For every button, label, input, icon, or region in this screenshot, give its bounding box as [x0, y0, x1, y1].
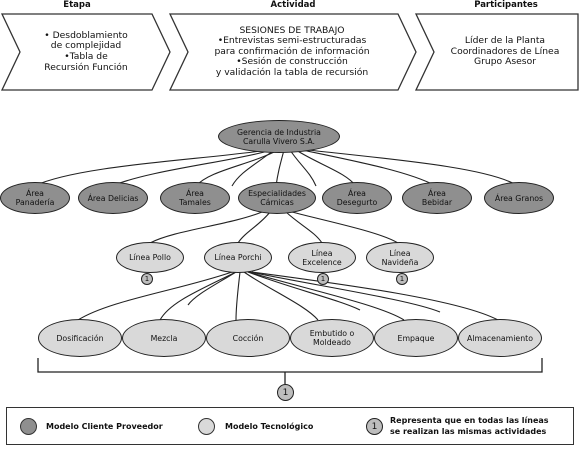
bracket-marker: 1 [277, 384, 294, 401]
root-area-links [33, 149, 519, 187]
etapa-chevron [0, 13, 171, 91]
linea-line: Excelence [302, 257, 342, 267]
participantes-line: Grupo Asesor [473, 56, 536, 68]
linea-line: Línea Pollo [129, 253, 171, 262]
area-tamales-node: Área Tamales [160, 182, 230, 214]
actividad-line: •Sesión de construcción [236, 56, 348, 68]
legend-cliente-proveedor: Modelo Cliente Proveedor [46, 422, 163, 431]
actividad-dosificacion-node: Dosificación [38, 319, 122, 357]
area-bebidar-node: Área Bebidar [402, 182, 472, 214]
area-line: Área [428, 189, 446, 198]
actividad-node-line: Mezcla [150, 333, 178, 343]
linea-porchi-node: Línea Porchi [204, 242, 272, 273]
root-node: Gerencia de Industria Carulla Vivero S.A… [218, 120, 340, 153]
actividad-chevron [168, 13, 417, 91]
legend-nota-1: Representa que en todas las líneas [390, 416, 549, 425]
area-panaderia-node: Área Panadería [0, 182, 70, 214]
header-etapa: Etapa [63, 0, 91, 10]
activities-bracket [37, 358, 543, 384]
root-line: Gerencia de Industria [237, 127, 321, 137]
actividad-node-line: Cocción [232, 333, 264, 343]
area-line: Desegurto [336, 198, 378, 207]
actividad-line: •Entrevistas semi-estructuradas [217, 35, 367, 47]
actividad-node-line: Empaque [397, 333, 435, 343]
especialidades-linea-links [149, 211, 399, 244]
actividad-node-line: Almacenamiento [466, 333, 533, 343]
area-line: Panadería [15, 198, 55, 207]
participantes-line: Coordinadores de Línea [450, 45, 560, 57]
linea-line: Navideña [381, 257, 419, 267]
area-delicias-node: Área Delicias [78, 182, 148, 214]
porchi-actividad-links [77, 271, 499, 321]
legend-light-dot [198, 418, 215, 435]
linea-excelence-node: Línea Excelence [288, 242, 356, 273]
etapa-line: Recursión Función [44, 61, 128, 73]
actividad-line: y validación la tabla de recursión [215, 66, 369, 78]
linea-pollo-marker: 1 [141, 273, 153, 285]
etapa-line: • Desdoblamiento [44, 29, 128, 41]
actividad-coccion-node: Cocción [206, 319, 290, 357]
actividad-mezcla-node: Mezcla [122, 319, 206, 357]
actividad-almacenamiento-node: Almacenamiento [458, 319, 542, 357]
area-especialidades-node: Especialidades Cárnicas [238, 182, 316, 214]
area-line: Cárnicas [260, 198, 294, 207]
legend-dark-dot [20, 418, 37, 435]
actividad-empaque-node: Empaque [374, 319, 458, 357]
area-line: Tamales [179, 198, 211, 207]
area-line: Área Delicias [87, 193, 139, 203]
area-line: Bebidar [421, 198, 453, 207]
linea-pollo-node: Línea Pollo [116, 242, 184, 273]
linea-excelence-marker: 1 [317, 273, 329, 285]
legend-nota-2: se realizan las mismas actividades [390, 427, 547, 436]
participantes-line: Líder de la Planta [464, 35, 546, 47]
linea-line: Línea Porchi [214, 253, 262, 262]
linea-navidena-marker: 1 [396, 273, 408, 285]
area-desegurto-node: Área Desegurto [322, 182, 392, 214]
participantes-text: Líder de la Planta Coordinadores de Líne… [432, 14, 578, 90]
etapa-line: de complejidad [50, 40, 122, 52]
linea-line: Línea [311, 248, 333, 258]
etapa-text: • Desdoblamiento de complejidad •Tabla d… [20, 14, 152, 90]
linea-line: Línea [389, 248, 411, 258]
header-participantes: Participantes [474, 0, 538, 10]
area-line: Área [186, 189, 204, 198]
actividad-embutido-node: Embutido o Moldeado [290, 319, 374, 357]
area-line: Área [348, 189, 366, 198]
area-line: Especialidades [248, 189, 306, 198]
actividad-line: para confirmación de información [214, 45, 370, 57]
participantes-chevron [414, 13, 579, 91]
actividad-node-line: Embutido o [309, 329, 355, 338]
area-line: Área [26, 189, 44, 198]
header-actividad: Actividad [270, 0, 316, 10]
legend [6, 407, 574, 445]
area-line: Área Granos [494, 193, 544, 203]
actividad-node-line: Moldeado [313, 338, 351, 347]
etapa-line: •Tabla de [64, 51, 108, 62]
actividad-line: SESIONES DE TRABAJO [239, 24, 345, 36]
area-granos-node: Área Granos [484, 182, 554, 214]
linea-navidena-node: Línea Navideña [366, 242, 434, 273]
legend-tecnologico: Modelo Tecnológico [225, 422, 314, 431]
legend-marker: 1 [366, 418, 383, 435]
actividad-text: SESIONES DE TRABAJO •Entrevistas semi-es… [186, 14, 398, 90]
root-line: Carulla Vivero S.A. [242, 136, 316, 146]
actividad-node-line: Dosificación [56, 333, 104, 343]
